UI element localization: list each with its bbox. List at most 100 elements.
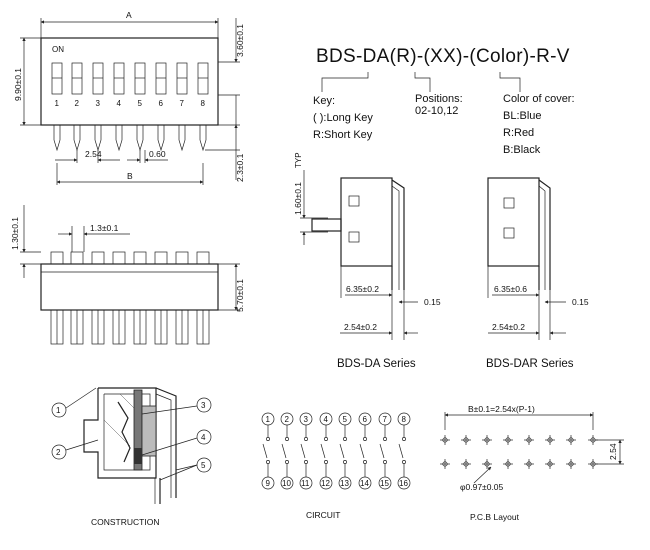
switch-blade: [320, 443, 326, 459]
key-slot: [197, 62, 209, 95]
key-slots: [51, 62, 209, 95]
cover-option: BL:Blue: [503, 110, 542, 122]
key-slot: [155, 62, 167, 95]
switch-number: 7: [180, 99, 185, 108]
pcb-layout-drawing: B±0.1=2.54x(P-1) 2.54 φ0.97±0.05 P.C.B L…: [440, 404, 624, 522]
key-slot: [51, 62, 63, 95]
dim-pitch-label-da: 2.54±0.2: [344, 322, 377, 332]
front-key: [133, 251, 147, 265]
series-label-dar: BDS-DAR Series: [486, 358, 574, 370]
construction-label: CONSTRUCTION: [91, 517, 159, 527]
switch-number: 5: [138, 99, 143, 108]
callout-number: 3: [201, 401, 206, 410]
switch-contact: [402, 437, 406, 441]
pin: [178, 125, 186, 152]
dim-pin-label-dar: 0.15: [572, 297, 589, 307]
dim-a-label: A: [126, 10, 132, 20]
switch-contact: [343, 437, 347, 441]
pin-number-bottom: 12: [321, 479, 330, 488]
callout-number: 4: [201, 433, 206, 442]
pin-number-top: 3: [304, 415, 309, 424]
key-slot: [92, 62, 104, 95]
switch-contact: [304, 437, 308, 441]
part-code-block: BDS-DA(R)-(XX)-(Color)-R-V Key: ( ):Long…: [313, 46, 575, 156]
switch-blade: [339, 443, 345, 459]
pin-number-top: 8: [402, 415, 407, 424]
circuit-label: CIRCUIT: [306, 510, 340, 520]
pin-number-top: 2: [285, 415, 290, 424]
dim-hole-label: φ0.97±0.05: [460, 482, 504, 492]
switch-contact: [285, 437, 289, 441]
pin-circle-bottom: [261, 476, 275, 490]
key-short: R:Short Key: [313, 129, 373, 141]
dim-b-label: B: [127, 171, 133, 181]
dim-pitch-label-dar: 2.54±0.2: [492, 322, 525, 332]
switch-contact: [304, 460, 308, 464]
pcb-label: P.C.B Layout: [470, 512, 520, 522]
dim-pin-len-label: 2.3±0.1: [235, 153, 245, 182]
front-key: [70, 251, 84, 265]
pin: [53, 125, 61, 152]
switch-contact: [383, 460, 387, 464]
switch-contact: [383, 437, 387, 441]
pin-circle-bottom: [280, 476, 294, 490]
pin-circle-bottom: [299, 476, 313, 490]
dim-pin-width-label: 0.60: [149, 149, 166, 159]
pin-number-bottom: 13: [340, 479, 349, 488]
key-slot: [71, 62, 83, 95]
switch-blade: [398, 443, 404, 459]
pin-number-bottom: 16: [399, 479, 408, 488]
side-body-dar: [487, 177, 540, 267]
side-view-da: 1.60±0.1 TYP 6.35±0.2 0.15 2.54±0.2 BDS-…: [293, 152, 441, 370]
pin: [199, 125, 207, 152]
pin-circle-bottom: [358, 476, 372, 490]
switch-contact: [266, 460, 270, 464]
front-key: [196, 251, 210, 265]
pin-circle-bottom: [397, 476, 411, 490]
pin-number-bottom: 11: [301, 479, 310, 488]
switch-contact: [324, 460, 328, 464]
callout-number: 2: [56, 448, 61, 457]
pin: [73, 125, 81, 152]
switch-number: 6: [159, 99, 164, 108]
pin-number-bottom: 15: [380, 479, 389, 488]
dim-pin-label-da: 0.15: [424, 297, 441, 307]
pcb-holes: [440, 435, 598, 469]
construction-drawing: 1 2 3 4 5 CONSTRUCTION: [51, 387, 212, 527]
cover-heading: Color of cover:: [503, 93, 575, 105]
switch-body-top: [40, 37, 219, 126]
switch-contact: [324, 437, 328, 441]
switch-number: 4: [117, 99, 122, 108]
pin-circle-bottom: [378, 476, 392, 490]
dim-key-width-label: 1.3±0.1: [90, 223, 119, 233]
key-actuator: [141, 405, 157, 457]
dim-row-label: 2.54: [608, 443, 618, 460]
front-key: [50, 251, 64, 265]
series-label-da: BDS-DA Series: [337, 358, 416, 370]
switch-body-front: [40, 263, 219, 311]
dim-width-label-da: 6.35±0.2: [346, 284, 379, 294]
positions-values: 02-10,12: [415, 105, 458, 117]
front-pins: [50, 309, 210, 345]
switch-contact: [266, 437, 270, 441]
pin-circle-bottom: [338, 476, 352, 490]
callout-number: 5: [201, 461, 206, 470]
dim-key-label: 3.60±0.1: [235, 24, 245, 57]
switch-contact: [343, 460, 347, 464]
pin-circle-bottom: [319, 476, 333, 490]
cover-option: B:Black: [503, 144, 541, 156]
dim-width-label-dar: 6.35±0.6: [494, 284, 527, 294]
switch-number: 3: [96, 99, 101, 108]
switch-contact: [402, 460, 406, 464]
positions-heading: Positions:: [415, 93, 463, 105]
front-key: [154, 251, 168, 265]
key-heading: Key:: [313, 95, 335, 107]
pin: [136, 125, 144, 152]
dim-typ-label: TYP: [294, 152, 303, 168]
pin-number-top: 6: [363, 415, 368, 424]
switch-number: 8: [201, 99, 206, 108]
key-slot: [113, 62, 125, 95]
top-pins: [53, 125, 207, 152]
pin-number-top: 7: [383, 415, 388, 424]
